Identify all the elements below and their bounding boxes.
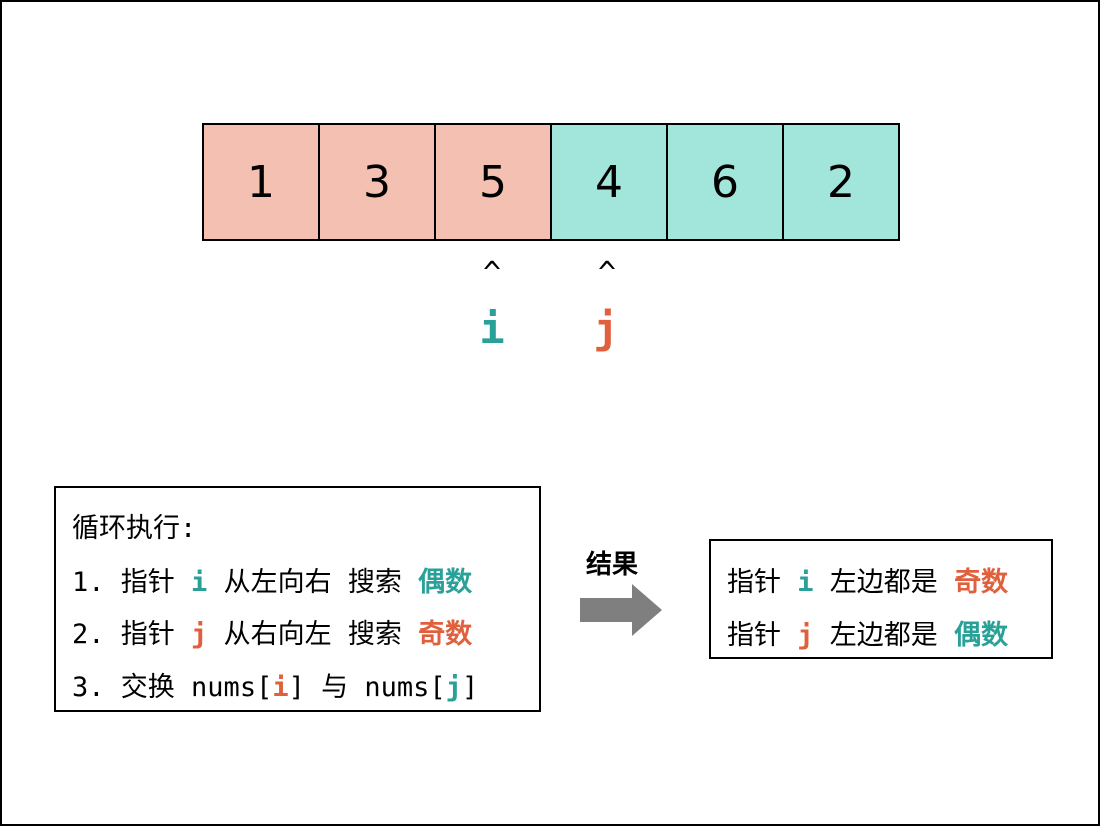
array-cell: 5: [436, 125, 552, 241]
step-number: 1.: [72, 567, 105, 598]
array-cell: 2: [784, 125, 900, 241]
result-2: 指针 j 左边都是 偶数: [727, 613, 1008, 652]
target-even: 偶数: [954, 620, 1009, 651]
result-text: 左边都是: [829, 620, 938, 651]
result-text: 指针: [727, 620, 781, 651]
code-text: ]: [461, 672, 479, 703]
array-cell: 6: [668, 125, 784, 241]
code-text: nums[: [364, 672, 446, 703]
step-3: 3. 交换 nums[i] 与 nums[j]: [72, 665, 478, 704]
target-even: 偶数: [418, 567, 473, 598]
pointer-i-name: i: [272, 672, 289, 703]
steps-title: 循环执行:: [72, 513, 197, 544]
step-text: 搜索: [347, 619, 402, 650]
pointer-i-name: i: [797, 567, 814, 598]
target-odd: 奇数: [418, 619, 473, 650]
array-cell: 1: [204, 125, 320, 241]
array-cell: 4: [552, 125, 668, 241]
target-odd: 奇数: [954, 567, 1009, 598]
pointer-j-name: j: [445, 672, 462, 703]
pointer-j-label: j: [593, 304, 619, 353]
step-text: 指针: [120, 567, 175, 598]
code-text: ]: [288, 672, 305, 703]
step-2: 2. 指针 j 从右向左 搜索 奇数: [72, 612, 472, 651]
pointer-i-caret: ^: [482, 256, 502, 291]
step-text: 与: [321, 672, 349, 703]
array: 1 3 5 4 6 2: [202, 123, 900, 241]
result-1: 指针 i 左边都是 奇数: [727, 560, 1008, 599]
pointer-j-name: j: [797, 620, 814, 651]
result-text: 指针: [727, 567, 781, 598]
step-text: 交换: [120, 672, 175, 703]
code-text: nums[: [191, 672, 273, 703]
step-number: 2.: [72, 619, 105, 650]
step-number: 3.: [72, 672, 105, 703]
step-text: 指针: [120, 619, 175, 650]
arrow-label: 结果: [586, 550, 639, 580]
pointer-i-label: i: [479, 304, 505, 353]
step-text: 从右向左: [223, 619, 332, 650]
right-arrow-icon: [580, 584, 662, 636]
step-text: 搜索: [347, 567, 402, 598]
result-text: 左边都是: [829, 567, 938, 598]
step-text: 从左向右: [223, 567, 332, 598]
pointer-i-name: i: [191, 567, 208, 598]
steps-box: 循环执行: 1. 指针 i 从左向右 搜索 偶数 2. 指针 j 从右向左 搜索…: [54, 486, 541, 712]
pointer-j-name: j: [191, 619, 208, 650]
pointer-j-caret: ^: [597, 256, 617, 291]
step-1: 1. 指针 i 从左向右 搜索 偶数: [72, 560, 472, 599]
array-cell: 3: [320, 125, 436, 241]
result-box: 指针 i 左边都是 奇数 指针 j 左边都是 偶数: [709, 539, 1053, 659]
